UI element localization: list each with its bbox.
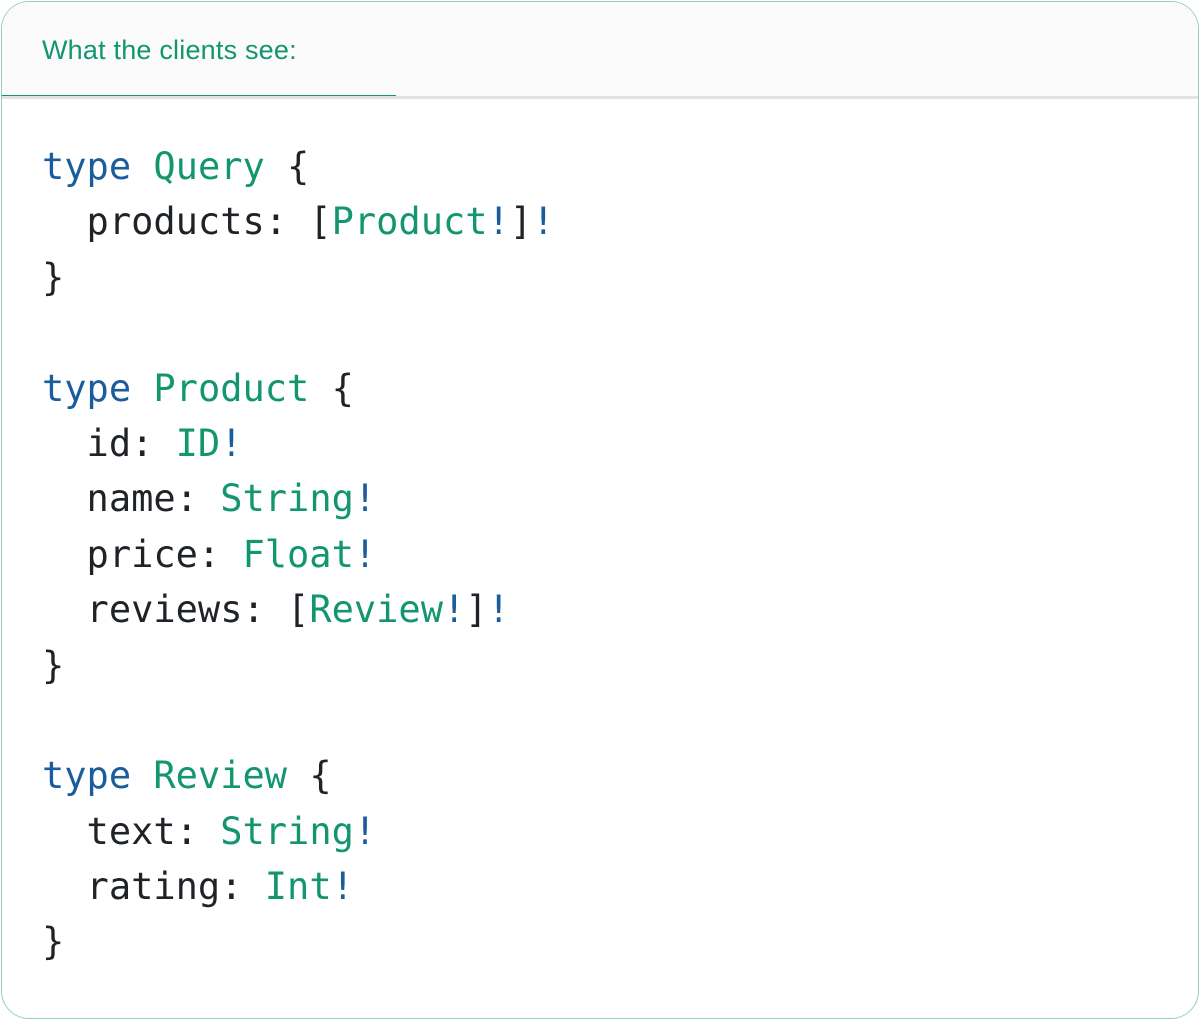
code-line: products: [Product!]! [42, 194, 1168, 249]
code-block: type Query { products: [Product!]!}type … [2, 99, 1198, 970]
code-token-ty: Float [242, 532, 354, 576]
code-token-ty: Product [153, 366, 310, 410]
header-divider [2, 96, 1198, 99]
code-line: reviews: [Review!]! [42, 582, 1168, 637]
code-token-bg: ! [487, 200, 510, 244]
code-token-pl: rating: [42, 865, 265, 909]
code-line: type Query { [42, 139, 1168, 194]
code-line: rating: Int! [42, 859, 1168, 914]
code-token-ty: String [220, 809, 354, 853]
code-token-ty: String [220, 477, 354, 521]
code-line: text: String! [42, 804, 1168, 859]
code-token-pl: { [287, 754, 332, 798]
code-token-ty: Review [309, 588, 443, 632]
code-token-bg: ! [220, 421, 243, 465]
code-token-pl: ] [509, 200, 533, 244]
code-token-pl [131, 367, 153, 410]
code-token-pl: { [264, 145, 310, 188]
code-token-bg: ! [353, 532, 377, 576]
code-token-ty: ID [175, 421, 221, 465]
code-token-ty: Product [331, 200, 488, 244]
code-token-pl: } [42, 920, 65, 964]
code-token-pl: text: [42, 809, 221, 853]
code-token-bg: ! [532, 200, 555, 244]
code-token-kw: type [42, 145, 132, 188]
code-token-ty: Int [264, 865, 332, 909]
code-line [42, 693, 1168, 748]
tab-what-clients-see[interactable]: What the clients see: [2, 2, 396, 99]
code-token-pl: } [42, 643, 65, 687]
code-token-pl [131, 754, 153, 797]
code-token-pl: id: [42, 421, 176, 465]
code-token-bg: ! [487, 588, 510, 632]
code-line: } [42, 250, 1168, 305]
code-token-pl: products: [ [42, 200, 332, 244]
code-token-bg: ! [331, 865, 354, 909]
code-token-kw: type [42, 366, 132, 410]
code-token-pl [131, 145, 153, 188]
code-token-ty: Review [153, 754, 288, 798]
code-line: type Product { [42, 361, 1168, 416]
tab-label: What the clients see: [42, 35, 297, 65]
code-line: price: Float! [42, 527, 1168, 582]
code-token-ty: Query [153, 145, 265, 188]
code-token-pl: price: [42, 532, 243, 576]
code-token-kw: type [42, 754, 132, 798]
code-line: } [42, 914, 1168, 969]
code-token-pl: ] [465, 588, 488, 632]
tab-header: What the clients see: [2, 2, 1198, 99]
code-line: name: String! [42, 471, 1168, 526]
code-token-pl: } [42, 255, 65, 299]
code-token-bg: ! [353, 477, 377, 521]
code-token-pl: { [309, 366, 354, 410]
code-token-bg: ! [353, 809, 377, 853]
code-token-bg: ! [442, 588, 466, 632]
code-line: } [42, 638, 1168, 693]
code-token-pl: name: [42, 477, 221, 521]
code-line [42, 305, 1168, 360]
code-token-pl: reviews: [ [42, 588, 310, 632]
code-line: id: ID! [42, 416, 1168, 471]
code-line: type Review { [42, 748, 1168, 803]
